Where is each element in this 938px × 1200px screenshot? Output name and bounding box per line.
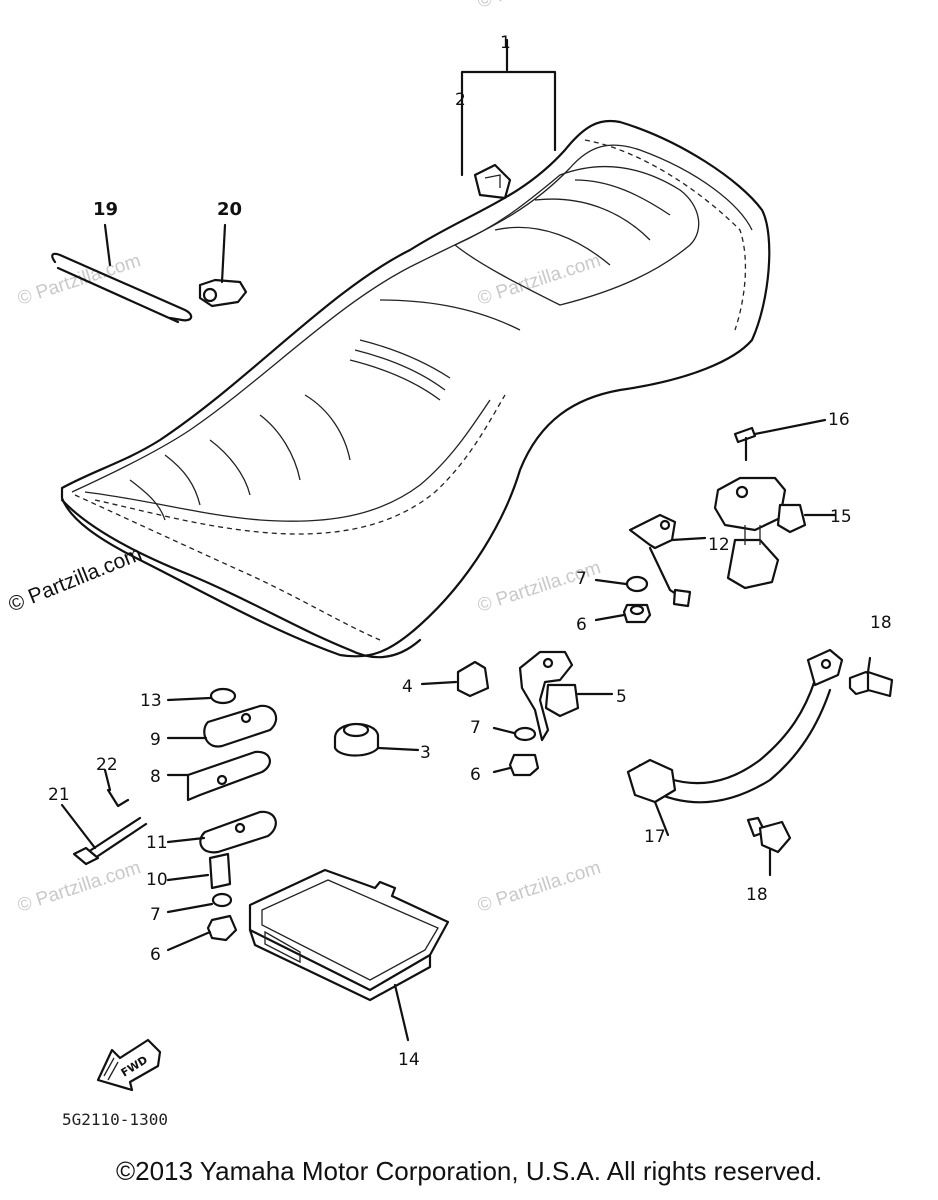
callout-6b: 6 (470, 765, 481, 785)
callout-7a: 7 (576, 569, 587, 589)
callout-22: 22 (96, 755, 118, 775)
callout-18a: 18 (870, 613, 892, 633)
grab-bar (626, 648, 894, 877)
watermark-text: © Partzilla.com (475, 0, 603, 13)
watermark-text: © Partzilla.com (475, 857, 603, 917)
watermark-main: © Partzilla.com (5, 542, 145, 616)
callout-12: 12 (708, 535, 730, 555)
center-parts (333, 650, 614, 777)
callout-2: 2 (455, 90, 466, 110)
callout-3: 3 (420, 743, 431, 763)
callout-18b: 18 (746, 885, 768, 905)
watermark-text: © Partzilla.com (475, 250, 603, 310)
nut-washer-upper (594, 575, 652, 624)
callout-14: 14 (398, 1050, 420, 1070)
callout-7c: 7 (150, 905, 161, 925)
rod-clip (198, 223, 248, 308)
callout-5: 5 (616, 687, 627, 707)
callout-11: 11 (146, 833, 168, 853)
callout-4: 4 (402, 677, 413, 697)
callout-6c: 6 (150, 945, 161, 965)
callout-15: 15 (830, 507, 852, 527)
seat-stay-rod (51, 223, 193, 324)
callout-6a: 6 (576, 615, 587, 635)
watermark-group: © Partzilla.com © Partzilla.com © Partzi… (15, 0, 603, 917)
forward-arrow-icon: FWD (96, 1038, 162, 1092)
watermark-text: © Partzilla.com (15, 857, 143, 917)
callout-19: 19 (93, 199, 118, 220)
diagram-code: 5G2110-1300 (62, 1110, 168, 1129)
callout-21: 21 (48, 785, 70, 805)
callout-17: 17 (644, 827, 666, 847)
fwd-label: FWD (119, 1053, 150, 1079)
watermark-text: © Partzilla.com (15, 250, 143, 310)
callout-1: 1 (500, 33, 511, 53)
callout-7b: 7 (470, 718, 481, 738)
hinge-stack (60, 687, 278, 952)
copyright-notice: ©2013 Yamaha Motor Corporation, U.S.A. A… (115, 1156, 823, 1186)
seat-assembly (60, 119, 771, 659)
callout-8: 8 (150, 767, 161, 787)
storage-tray (248, 868, 450, 1042)
callout-20: 20 (217, 199, 242, 220)
callout-16: 16 (828, 410, 850, 430)
callout-9: 9 (150, 730, 161, 750)
callout-10: 10 (146, 870, 168, 890)
callout-13: 13 (140, 691, 162, 711)
callout-labels: 1 2 19 20 16 15 12 7 6 18 4 5 7 6 3 13 9… (48, 33, 892, 1070)
leader-1-2 (460, 38, 557, 177)
lock-assembly (628, 418, 837, 608)
